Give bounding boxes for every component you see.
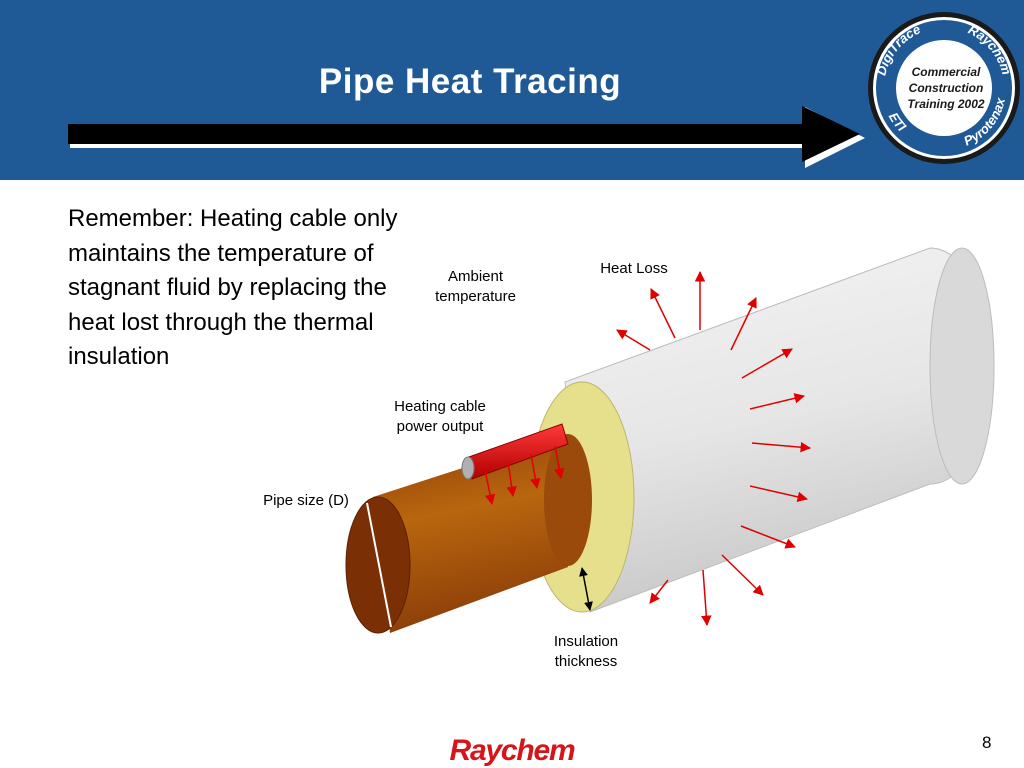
badge-line-3: Training 2002 <box>907 97 984 111</box>
badge-line-1: Commercial <box>912 65 981 79</box>
body-text: Remember: Heating cable only maintains t… <box>68 205 398 370</box>
training-badge-logo: DigiTrace Raychem ETI Pyrotenax Commerci… <box>868 12 1020 164</box>
pipe-diameter-line <box>366 502 392 628</box>
page-number: 8 <box>982 733 992 752</box>
jacket-end-cap <box>929 247 995 485</box>
header-arrow-icon <box>68 106 865 168</box>
heat-loss-arrows <box>616 270 812 627</box>
header-band <box>0 0 1024 180</box>
insulation-jacket <box>564 247 993 613</box>
label-pipe-size: Pipe size (D) <box>263 492 349 509</box>
insulation-thickness-arrow <box>579 567 593 611</box>
slide-title: Pipe Heat Tracing <box>318 62 622 101</box>
heating-cable-end <box>461 456 475 480</box>
cable-output-arrows <box>484 445 565 506</box>
label-insulation-thickness: Insulation thickness <box>553 633 619 670</box>
label-ambient-temperature: Ambient temperature <box>435 268 516 305</box>
badge-line-2: Construction <box>909 81 984 95</box>
pipe-far-end <box>544 434 592 566</box>
label-heat-loss: Heat Loss <box>600 260 668 277</box>
pipe-body <box>373 434 568 633</box>
raychem-logo: Raychem <box>449 734 575 767</box>
label-heating-cable-output: Heating cable power output <box>394 398 486 435</box>
